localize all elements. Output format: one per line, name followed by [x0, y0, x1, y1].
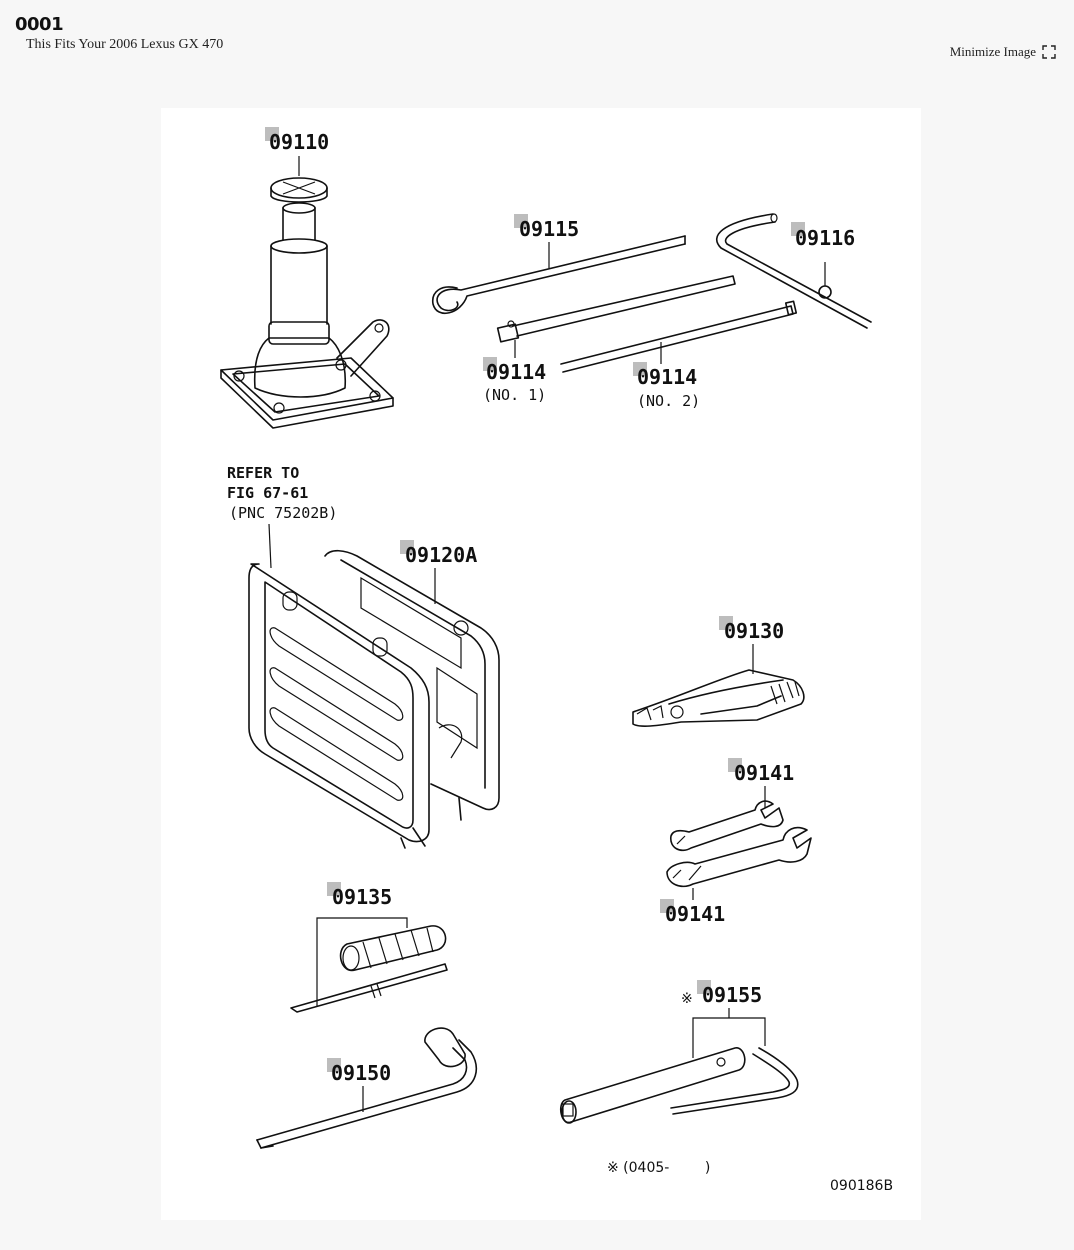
extension-no1-drawing: [496, 275, 736, 343]
vehicle-fitment-subtitle: This Fits Your 2006 Lexus GX 470: [26, 37, 224, 52]
callout-wrench-upper: 09141: [734, 761, 794, 785]
callout-handle-crank: 09116: [795, 226, 855, 250]
callout-jack: 09110: [269, 130, 329, 154]
callout-extension-no1-sub: (NO. 1): [483, 386, 546, 404]
minimize-image-label: Minimize Image: [949, 44, 1036, 59]
minimize-image-button[interactable]: Minimize Image: [950, 44, 1056, 60]
jack-drawing: [220, 177, 394, 429]
callout-handle-hook: 09115: [519, 217, 579, 241]
callout-extension-no2-sub: (NO. 2): [637, 392, 700, 410]
callout-extension-no1: 09114: [486, 360, 546, 384]
expand-corners-icon: [1042, 45, 1056, 59]
callout-pliers: 09130: [724, 619, 784, 643]
pliers-drawing: [632, 669, 805, 727]
plug-wrench-drawing: [559, 1047, 799, 1124]
production-date-footnote: ※ (0405- ): [607, 1160, 710, 1176]
figure-code: 090186B: [830, 1178, 893, 1194]
parts-diagram: 09110 09115 09114 (NO. 1) 09114 (NO. 2) …: [161, 108, 921, 1220]
refer-note-line2: FIG 67-61: [227, 484, 308, 502]
callout-lug-wrench: 09150: [331, 1061, 391, 1085]
wrench-lower-drawing: [666, 826, 812, 888]
refer-note-line3: (PNC 75202B): [229, 504, 337, 522]
callout-plug-wrench-mark: ※: [681, 991, 693, 1007]
parts-diagram-drawing: 09110 09115 09114 (NO. 1) 09114 (NO. 2) …: [220, 127, 893, 1194]
callout-screwdriver: 09135: [332, 885, 392, 909]
callout-wrench-lower: 09141: [665, 902, 725, 926]
jack-handle-crank-drawing: [716, 213, 872, 329]
callout-plug-wrench: 09155: [702, 983, 762, 1007]
callout-tool-bag: 09120A: [405, 543, 477, 567]
jack-handle-hook-drawing: [432, 235, 686, 315]
extension-no2-drawing: [560, 300, 798, 373]
wrench-upper-drawing: [670, 800, 784, 852]
lug-wrench-drawing: [256, 1027, 478, 1149]
refer-note-line1: REFER TO: [227, 464, 299, 482]
page-title: 0001: [15, 14, 64, 35]
callout-extension-no2: 09114: [637, 365, 697, 389]
screwdriver-drawing: [290, 925, 448, 1013]
tool-bag-drawing: [248, 549, 500, 849]
